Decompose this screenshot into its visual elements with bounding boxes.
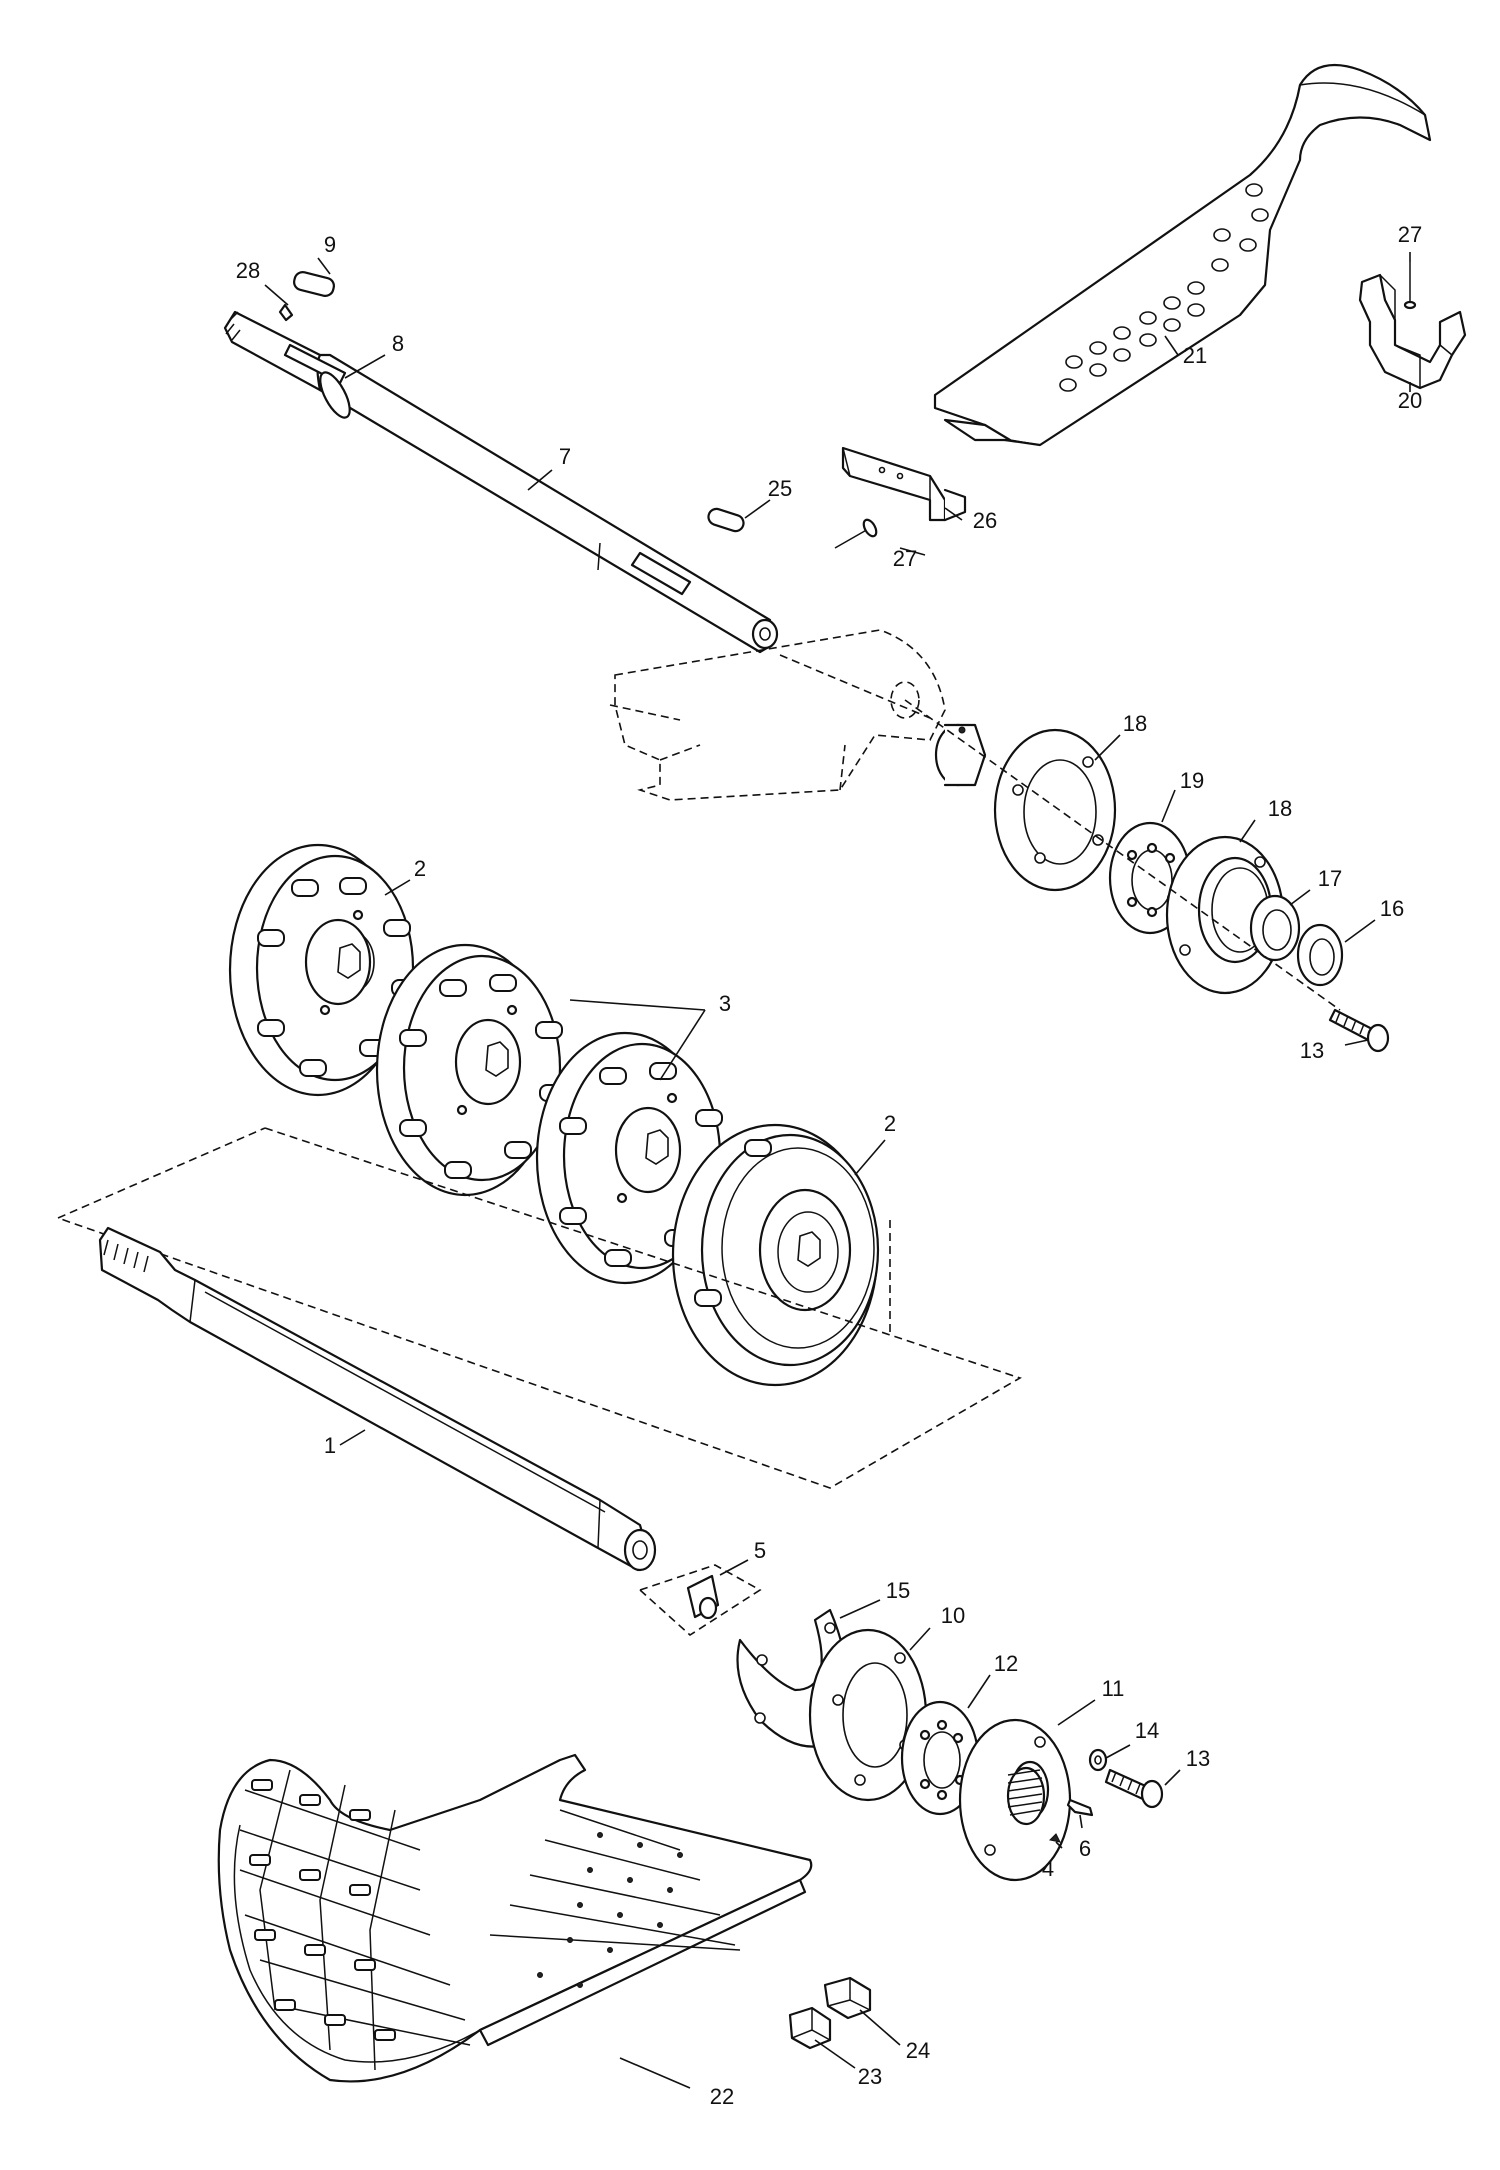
callout-2-right: 2 — [884, 1111, 896, 1136]
callout-23: 23 — [858, 2064, 882, 2089]
part-5-bushing — [638, 1564, 762, 1637]
part-23-clip — [788, 2006, 832, 2050]
callout-18-b: 18 — [1268, 796, 1292, 821]
part-17-ring — [1249, 894, 1301, 962]
callout-1: 1 — [324, 1433, 336, 1458]
part-25-key — [707, 507, 745, 533]
callout-25: 25 — [768, 476, 792, 501]
part-27-rivet-upper — [1403, 262, 1417, 310]
part-20-bracket — [1358, 273, 1467, 390]
callout-11: 11 — [1102, 1676, 1125, 1701]
callout-20: 20 — [1398, 388, 1422, 413]
part-12-bearing — [900, 1700, 980, 1816]
part-27-rivet-lower — [834, 518, 878, 549]
part-1-lower-shaft — [98, 1226, 657, 1572]
part-10-flange — [808, 1628, 928, 1802]
part-3-sprocket-a — [375, 943, 567, 1197]
callout-10: 10 — [941, 1603, 965, 1628]
part-2-sprocket-left — [228, 843, 419, 1097]
callout-labels: 9 28 8 7 25 21 27 20 26 27 18 19 18 17 1… — [236, 222, 1422, 2109]
callout-24: 24 — [906, 2038, 930, 2063]
upper-bearing-stack — [904, 699, 1390, 1053]
part-4-pin — [1048, 1833, 1061, 1843]
callout-26: 26 — [973, 508, 997, 533]
callout-6: 6 — [1079, 1836, 1091, 1861]
dashed-shaft-box — [57, 1127, 1022, 1489]
part-22-track — [217, 1753, 813, 2083]
callout-21: 21 — [1183, 343, 1207, 368]
callout-13-lower: 13 — [1186, 1746, 1210, 1771]
part-13-bolt-lower — [1104, 1768, 1164, 1809]
callout-17: 17 — [1318, 866, 1342, 891]
callout-16: 16 — [1380, 896, 1404, 921]
callout-18-a: 18 — [1123, 711, 1147, 736]
part-9-key — [293, 271, 335, 297]
collar — [934, 723, 987, 787]
callout-3: 3 — [719, 991, 731, 1016]
callout-27-lower: 27 — [893, 546, 917, 571]
leader-lines — [264, 252, 1411, 2089]
callout-9: 9 — [324, 232, 336, 257]
callout-13-upper: 13 — [1300, 1038, 1324, 1063]
callout-22: 22 — [710, 2084, 734, 2109]
part-6-clip — [1066, 1798, 1094, 1817]
part-7-upper-shaft — [223, 310, 779, 654]
lower-bearing-stack — [736, 1608, 1164, 1882]
callout-7: 7 — [559, 444, 571, 469]
part-13-bolt-upper — [1328, 1008, 1390, 1053]
part-16-washer — [1296, 923, 1344, 987]
callout-14: 14 — [1135, 1718, 1159, 1743]
callout-2-left: 2 — [414, 856, 426, 881]
callout-27-upper: 27 — [1398, 222, 1422, 247]
part-2-wheel-right — [671, 1123, 880, 1387]
callout-12: 12 — [994, 1651, 1018, 1676]
part-21-rail — [933, 63, 1432, 447]
track-lugs — [239, 1769, 471, 2071]
callout-5: 5 — [754, 1538, 766, 1563]
part-18-flange-a — [993, 728, 1117, 892]
rail-holes — [1059, 183, 1269, 392]
part-24-clip — [823, 1976, 872, 2020]
callout-8: 8 — [392, 331, 404, 356]
callout-4: 4 — [1042, 1856, 1054, 1881]
callout-19: 19 — [1180, 768, 1204, 793]
callout-28: 28 — [236, 258, 260, 283]
sprocket-a-teeth — [399, 974, 567, 1179]
slide-plate-dimples — [489, 1809, 741, 1988]
part-14-washer — [1088, 1748, 1108, 1772]
callout-15: 15 — [886, 1578, 910, 1603]
part-8-washer — [319, 371, 351, 419]
part-28-pin — [278, 303, 294, 322]
part-3-sprocket-b — [535, 1031, 727, 1285]
dashed-reference-arm — [609, 629, 946, 801]
